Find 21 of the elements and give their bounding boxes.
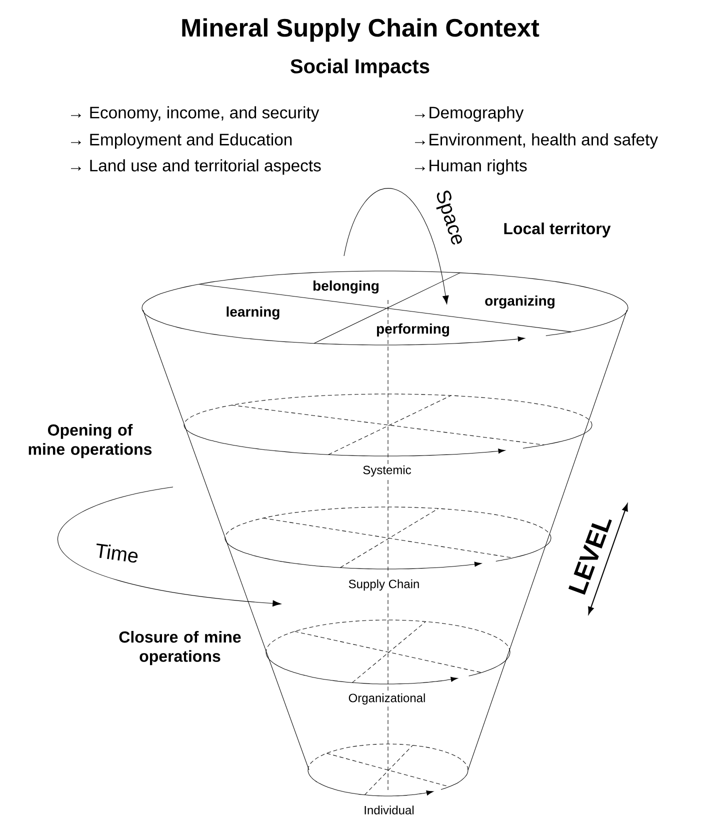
level-label: Organizational: [346, 692, 428, 706]
level-label: Individual: [362, 804, 416, 816]
list-item: → Employment and Education: [71, 133, 292, 149]
segment-label: belonging: [313, 280, 379, 294]
list-item: →Environment, health and safety: [415, 133, 658, 149]
level-label: Supply Chain: [346, 578, 422, 592]
level-label: Systemic: [361, 464, 413, 478]
stage-label: Closure of mine operations: [119, 630, 241, 666]
arrow-label: Space: [436, 190, 462, 245]
arrow-label: Time: [96, 543, 138, 563]
list-item: → Land use and territorial aspects: [71, 159, 321, 175]
segment-label: organizing: [485, 295, 554, 309]
title: Mineral Supply Chain Context: [182, 18, 540, 42]
list-item: →Human rights: [415, 159, 527, 175]
segment-label: learning: [226, 306, 280, 320]
area-label: Local territory: [504, 222, 611, 238]
list-item: → Economy, income, and security: [71, 106, 320, 122]
subtitle: Social Impacts: [290, 58, 430, 78]
list-item: →Demography: [415, 106, 524, 122]
segment-label: performing: [376, 323, 449, 337]
stage-label: Opening of mine operations: [28, 424, 152, 458]
